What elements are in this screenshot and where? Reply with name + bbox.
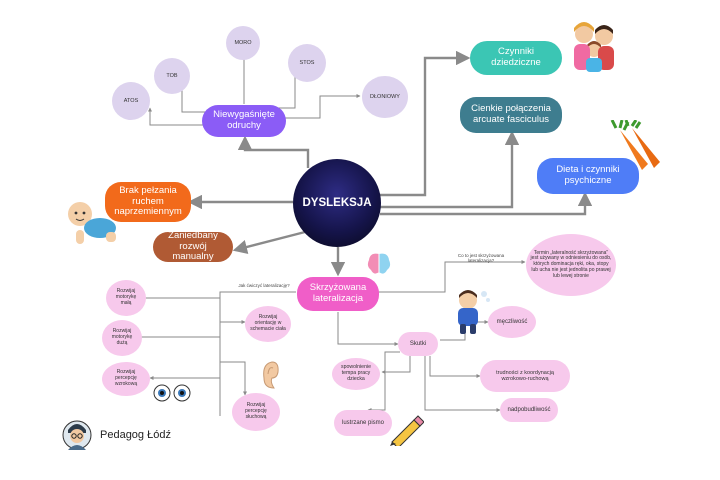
effect-fatigue: męczliwość xyxy=(488,306,536,338)
exercise-visual: Rozwijaj percepcję wzrokową xyxy=(102,362,150,396)
pencil-icon xyxy=(390,415,424,446)
definition-bubble: Termin „lateralność skrzyżowana” jest uż… xyxy=(526,234,616,296)
lateralization-node: Skrzyżowana lateralizacja xyxy=(297,277,379,311)
crawl-node: Brak pełzania ruchem naprzemiennym xyxy=(105,182,191,222)
avatar xyxy=(62,420,92,450)
family-illustration-icon xyxy=(574,22,614,72)
exercise-body-scheme: Rozwijaj orientację w schemacie ciała xyxy=(245,306,291,342)
manual-node: Zaniedbany rozwój manualny xyxy=(153,230,233,262)
exercise-auditory: Rozwijaj percepcję słuchową xyxy=(232,393,280,431)
reflex-tob: TOB xyxy=(154,58,190,94)
crawling-baby-icon xyxy=(68,202,116,244)
carrots-icon xyxy=(610,120,660,170)
effect-hyperactivity: nadpobudliwość xyxy=(500,398,558,422)
brand-label: Pedagog Łódź xyxy=(100,429,171,441)
reflex-moro: MORO xyxy=(226,26,260,60)
genetic-node: Czynniki dziedziczne xyxy=(470,41,562,75)
brand: Pedagog Łódź xyxy=(62,420,171,450)
effect-slowdown: spowolnienie tempa pracy dziecka xyxy=(332,358,380,390)
reflexes-node: Niewygaśnięte odruchy xyxy=(202,105,286,137)
ear-icon xyxy=(263,361,279,389)
effect-mirror-writing: lustrzane pismo xyxy=(334,410,392,436)
sleeping-child-icon xyxy=(458,290,490,334)
diet-node: Dieta i czynniki psychiczne xyxy=(537,158,639,194)
eyes-icon xyxy=(153,384,191,402)
reflex-stos: STOS xyxy=(288,44,326,82)
reflex-dloniowy: DŁONIOWY xyxy=(362,76,408,118)
arcuate-node: Cienkie połączenia arcuate fasciculus xyxy=(460,97,562,133)
exercise-gross-motor: Rozwijaj motorykę dużą xyxy=(102,320,142,356)
center-node: DYSLEKSJA xyxy=(293,159,381,247)
brain-icon xyxy=(367,253,391,274)
question-what: Co to jest skrzyżowana lateralizacja? xyxy=(457,253,505,264)
exercise-fine-motor: Rozwijaj motorykę małą xyxy=(106,280,146,316)
effects-node: Skutki xyxy=(398,332,438,356)
reflex-atos: ATOS xyxy=(112,82,150,120)
question-how: Jak ćwiczyć lateralizację? xyxy=(238,283,290,288)
effect-coordination: trudności z koordynacją wzrokowo-ruchową xyxy=(480,360,570,392)
